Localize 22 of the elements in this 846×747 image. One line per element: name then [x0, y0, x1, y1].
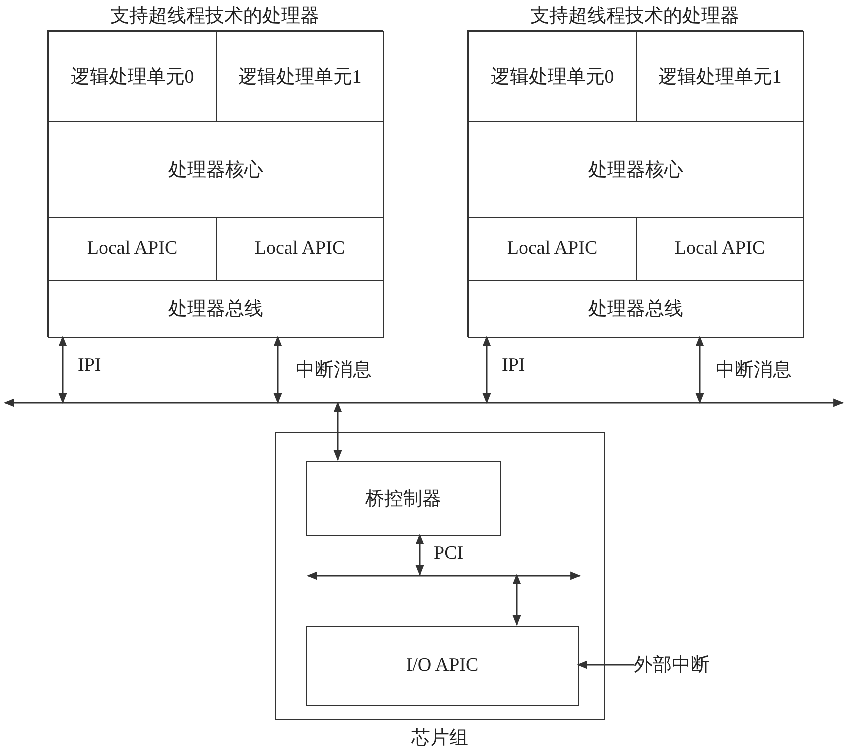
arrow: [334, 402, 342, 462]
io-apic-box: I/O APIC: [306, 626, 579, 706]
arrow: [482, 336, 492, 404]
arrow: [576, 660, 634, 670]
logic-unit-cell: 逻辑处理单元1: [216, 31, 384, 122]
arrow: [274, 336, 282, 404]
logic-unit-cell: 逻辑处理单元0: [48, 31, 217, 122]
arrow: [512, 574, 522, 626]
core-cell: 处理器核心: [468, 121, 804, 218]
arrow: [416, 534, 424, 576]
bridge-box: 桥控制器: [306, 461, 501, 536]
bus-cell: 处理器总线: [468, 280, 804, 338]
arrow: [696, 336, 704, 404]
node-text: 外部中断: [634, 654, 710, 678]
bus-cell: 处理器总线: [48, 280, 384, 338]
arrow: [58, 336, 68, 404]
core-cell: 处理器核心: [48, 121, 384, 218]
logic-unit-cell: 逻辑处理单元0: [468, 31, 637, 122]
box-title: 支持超线程技术的处理器: [530, 5, 740, 29]
box-title: 支持超线程技术的处理器: [110, 5, 320, 29]
box-title: 芯片组: [410, 727, 470, 747]
logic-unit-cell: 逻辑处理单元1: [636, 31, 804, 122]
